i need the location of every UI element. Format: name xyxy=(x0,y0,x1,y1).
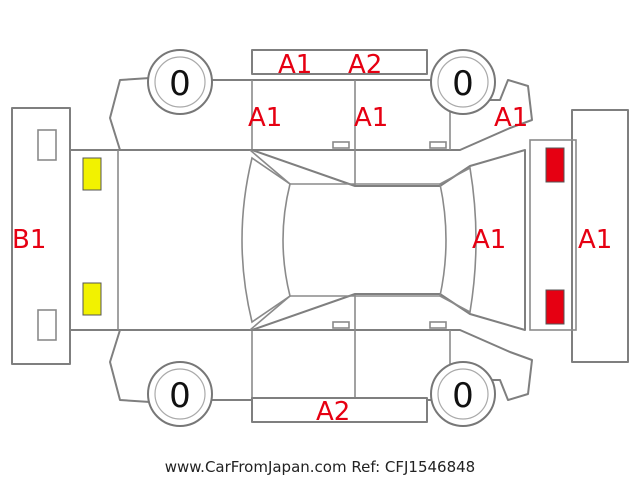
front-bumper-panel xyxy=(11,107,71,365)
roof xyxy=(290,183,447,297)
tire-front-right: 0 xyxy=(147,361,213,427)
label-left-rear-door: A1 xyxy=(354,103,388,133)
top-bumper xyxy=(251,49,428,75)
tire-rear-left-value: 0 xyxy=(452,64,474,104)
taillight-marker-top xyxy=(545,147,565,183)
rear-window xyxy=(439,166,477,314)
headlight-marker-right xyxy=(82,282,102,316)
label-front-bumper: B1 xyxy=(12,225,46,255)
tire-front-left-value: 0 xyxy=(169,64,191,104)
rear-bumper-panel xyxy=(529,109,629,363)
label-top-bumper-a1: A1 xyxy=(278,50,312,80)
bottom-bumper xyxy=(251,397,428,423)
headlight-marker-left xyxy=(82,157,102,191)
tire-front-right-value: 0 xyxy=(169,376,191,416)
tire-rear-right-value: 0 xyxy=(452,376,474,416)
label-trunk-lid: A1 xyxy=(472,225,506,255)
label-bottom-bumper: A2 xyxy=(316,397,350,427)
label-rear-bumper: A1 xyxy=(578,225,612,255)
taillight-marker-bottom xyxy=(545,289,565,325)
tire-front-left: 0 xyxy=(147,49,213,115)
tire-rear-right: 0 xyxy=(430,361,496,427)
label-left-front-door: A1 xyxy=(248,103,282,133)
label-top-bumper-a2: A2 xyxy=(348,50,382,80)
tire-rear-left: 0 xyxy=(430,49,496,115)
label-left-rear-fender: A1 xyxy=(494,103,528,133)
car-body-top-view xyxy=(63,149,526,331)
windshield xyxy=(241,156,291,324)
credit-text: www.CarFromJapan.com Ref: CFJ1546848 xyxy=(165,458,475,476)
